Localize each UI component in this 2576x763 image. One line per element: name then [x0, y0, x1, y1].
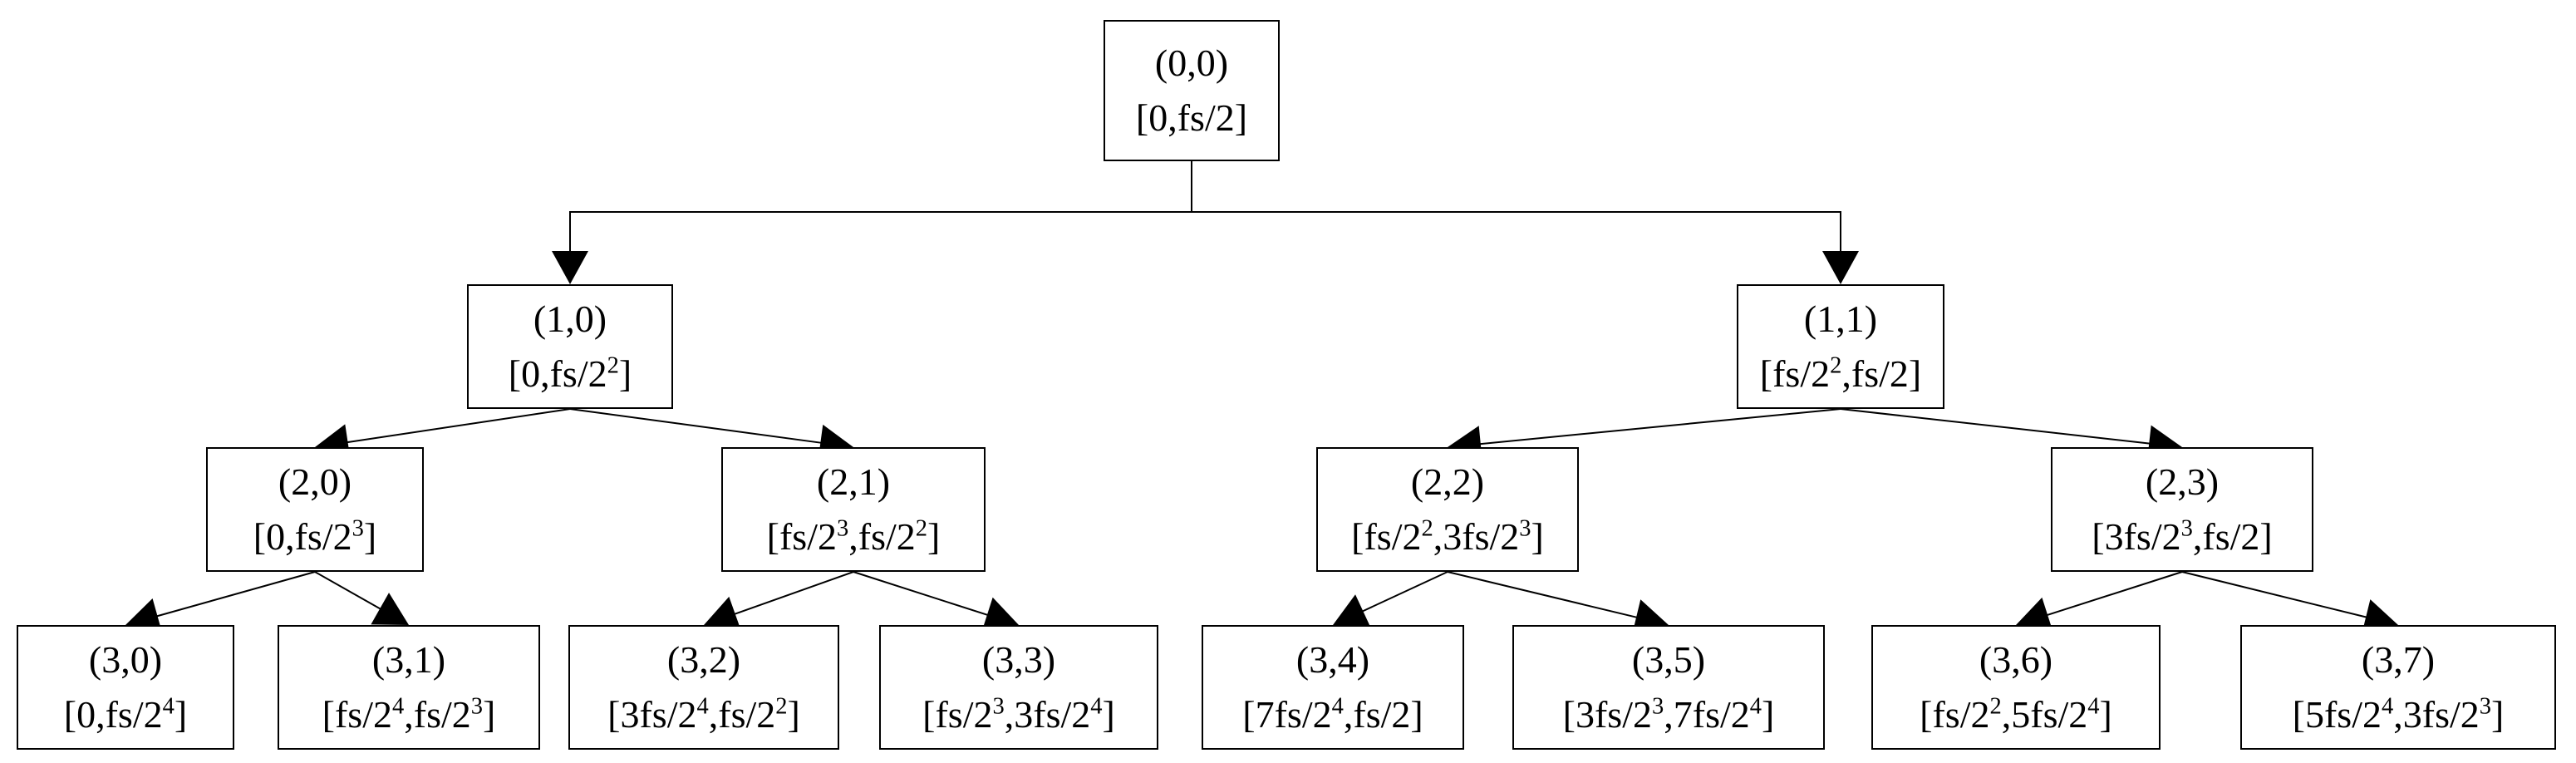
node-index-label: (3,3) [981, 638, 1056, 681]
tree-edge-2-1-to-3-2 [704, 571, 854, 632]
node-index-label: (3,0) [88, 638, 163, 681]
node-range-label: [0,fs/22] [508, 352, 632, 395]
tree-node-2-2: (2,2) [fs/22,3fs/23] [1316, 447, 1579, 572]
node-index-label: (3,7) [2361, 638, 2436, 681]
node-index-label: (2,1) [816, 460, 891, 503]
tree-edge-0-0-to-1-0 [552, 161, 1192, 284]
arrowhead-icon [2016, 597, 2053, 633]
node-range-label: [fs/22,5fs/24] [1920, 693, 2112, 736]
tree-node-1-0: (1,0) [0,fs/22] [467, 284, 673, 409]
node-range-label: [fs/23,fs/22] [766, 515, 941, 558]
tree-node-2-1: (2,1) [fs/23,fs/22] [721, 447, 986, 572]
node-range-label: [0,fs/23] [253, 515, 377, 558]
node-index-label: (3,4) [1295, 638, 1370, 681]
node-index-label: (0,0) [1154, 42, 1229, 84]
tree-edge-0-0-to-1-1 [1191, 161, 1859, 284]
node-index-label: (3,1) [371, 638, 446, 681]
tree-edge-2-1-to-3-3 [853, 571, 1019, 633]
arrowhead-icon [552, 251, 588, 284]
tree-node-3-1: (3,1) [fs/24,fs/23] [278, 625, 540, 750]
node-range-label: [0,fs/2] [1135, 96, 1248, 139]
node-range-label: [fs/22,fs/2] [1759, 352, 1922, 395]
arrowhead-icon [981, 597, 1019, 633]
tree-edge-2-0-to-3-0 [125, 571, 316, 634]
node-index-label: (2,3) [2145, 460, 2220, 503]
tree-node-0-0: (0,0) [0,fs/2] [1104, 20, 1280, 161]
node-range-label: [3fs/23,7fs/24] [1562, 693, 1775, 736]
tree-node-1-1: (1,1) [fs/22,fs/2] [1737, 284, 1944, 409]
tree-node-3-5: (3,5) [3fs/23,7fs/24] [1512, 625, 1825, 750]
node-range-label: [fs/24,fs/23] [322, 693, 496, 736]
node-index-label: (3,6) [1979, 638, 2053, 681]
node-index-label: (3,2) [666, 638, 741, 681]
node-range-label: [5fs/24,3fs/23] [2292, 693, 2505, 736]
node-range-label: [fs/23,3fs/24] [922, 693, 1115, 736]
node-range-label: [7fs/24,fs/2] [1242, 693, 1423, 736]
node-index-label: (3,5) [1631, 638, 1706, 681]
node-range-label: [3fs/23,fs/2] [2092, 515, 2273, 558]
tree-node-3-6: (3,6) [fs/22,5fs/24] [1871, 625, 2161, 750]
node-index-label: (1,0) [533, 298, 607, 340]
tree-node-3-0: (3,0) [0,fs/24] [17, 625, 234, 750]
node-range-label: [3fs/24,fs/22] [607, 693, 800, 736]
node-index-label: (2,2) [1410, 460, 1485, 503]
node-range-label: [0,fs/24] [63, 693, 188, 736]
tree-edge-2-0-to-3-1 [314, 571, 409, 625]
tree-node-2-3: (2,3) [3fs/23,fs/2] [2051, 447, 2313, 572]
arrowhead-icon [1822, 251, 1859, 284]
node-range-label: [fs/22,3fs/23] [1351, 515, 1544, 558]
arrowhead-icon [371, 593, 409, 625]
node-index-label: (2,0) [278, 460, 352, 503]
arrowhead-icon [125, 598, 163, 634]
arrowhead-icon [704, 596, 742, 632]
tree-edge-2-3-to-3-6 [2016, 571, 2183, 633]
tree-node-3-4: (3,4) [7fs/24,fs/2] [1202, 625, 1464, 750]
arrowhead-icon [1333, 594, 1371, 628]
tree-node-3-2: (3,2) [3fs/24,fs/22] [568, 625, 839, 750]
tree-edge-2-2-to-3-4 [1333, 571, 1448, 628]
tree-node-2-0: (2,0) [0,fs/23] [206, 447, 424, 572]
node-index-label: (1,1) [1803, 298, 1878, 340]
tree-node-3-7: (3,7) [5fs/24,3fs/23] [2240, 625, 2556, 750]
tree-node-3-3: (3,3) [fs/23,3fs/24] [879, 625, 1158, 750]
